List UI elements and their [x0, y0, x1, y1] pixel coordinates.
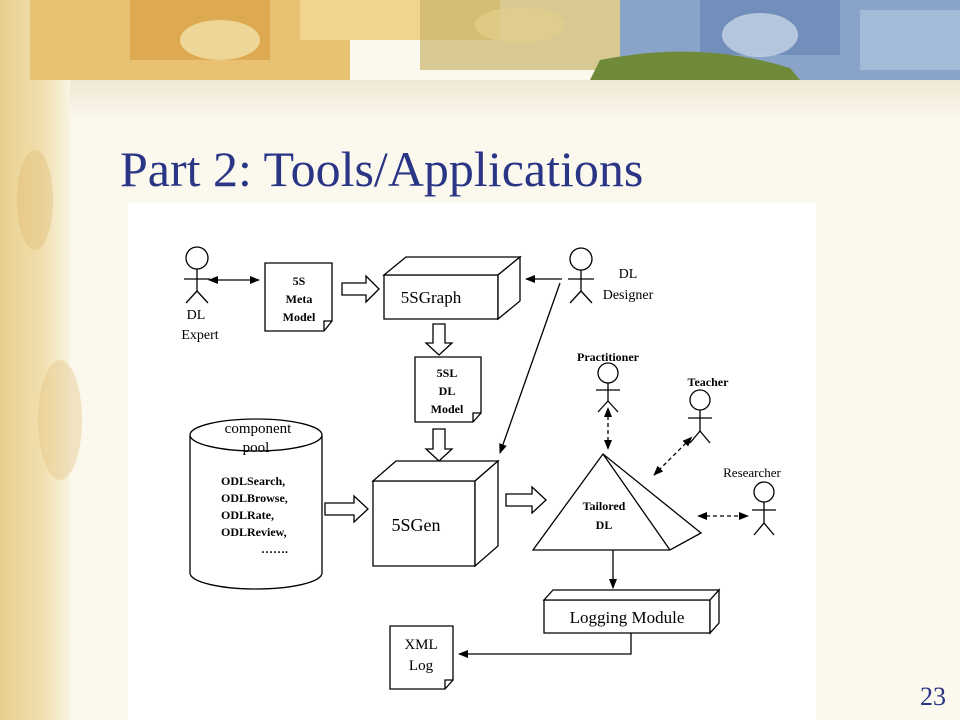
pool-item-5: …….: [261, 542, 288, 556]
dl-designer-label-1: DL: [619, 267, 638, 282]
logging-module-label: Logging Module: [570, 608, 685, 627]
tailored-dl-pyramid: [531, 453, 703, 551]
5sgen-box: [371, 459, 500, 568]
dl-designer-actor: [568, 247, 594, 304]
dl-model-label-3: Model: [431, 402, 464, 416]
slide-number: 23: [920, 682, 946, 711]
graph-to-dlmodel-arrow: [424, 323, 454, 356]
designer-gen-arrow: [499, 282, 561, 454]
tailored-label-2: DL: [596, 518, 613, 532]
pool-item-4: ODLReview,: [221, 525, 287, 539]
meta-model-label-1: 5S: [293, 274, 306, 288]
component-pool-cylinder: [189, 418, 323, 590]
xml-log-label-1: XML: [404, 637, 437, 653]
xml-log-document: [389, 625, 454, 690]
researcher-label: Researcher: [723, 465, 781, 480]
dl-expert-label-1: DL: [187, 308, 206, 323]
pool-to-gen-arrow: [324, 494, 369, 524]
pool-item-3: ODLRate,: [221, 508, 274, 522]
dl-model-document: [414, 356, 482, 423]
architecture-diagram: DL Expert 5S Meta Model 5SGraph DL Desig…: [128, 203, 816, 720]
meta-model-label-3: Model: [283, 310, 316, 324]
teacher-label: Teacher: [688, 375, 730, 389]
practitioner-actor: [596, 362, 620, 413]
logging-module-box: [542, 588, 721, 635]
teacher-link: [653, 436, 693, 476]
gen-to-tailored-arrow: [505, 485, 547, 515]
dl-model-label-2: DL: [439, 384, 456, 398]
practitioner-label: Practitioner: [577, 350, 640, 364]
dl-model-label-1: 5SL: [437, 366, 458, 380]
meta-model-label-2: Meta: [286, 292, 313, 306]
pool-item-1: ODLSearch,: [221, 474, 285, 488]
researcher-actor: [752, 481, 776, 536]
teacher-actor: [688, 389, 712, 444]
dlmodel-to-gen-arrow: [424, 428, 454, 462]
logging-xmllog-arrow: [458, 633, 632, 658]
xml-log-label-2: Log: [409, 658, 434, 674]
5sgraph-label: 5SGraph: [401, 288, 462, 307]
pool-item-2: ODLBrowse,: [221, 491, 288, 505]
5sgen-label: 5SGen: [392, 515, 441, 535]
dl-expert-label-2: Expert: [181, 328, 218, 343]
dl-designer-label-2: Designer: [603, 288, 654, 303]
meta-model-document: [264, 262, 333, 332]
tailored-label-1: Tailored: [583, 499, 626, 513]
5sgraph-box: [382, 255, 522, 321]
dl-expert-actor: [184, 246, 210, 304]
slide-title: Part 2: Tools/Applications: [120, 141, 644, 197]
meta-to-graph-arrow: [341, 274, 380, 304]
pool-label-2: pool: [243, 440, 270, 456]
pool-label-1: component: [225, 421, 292, 437]
